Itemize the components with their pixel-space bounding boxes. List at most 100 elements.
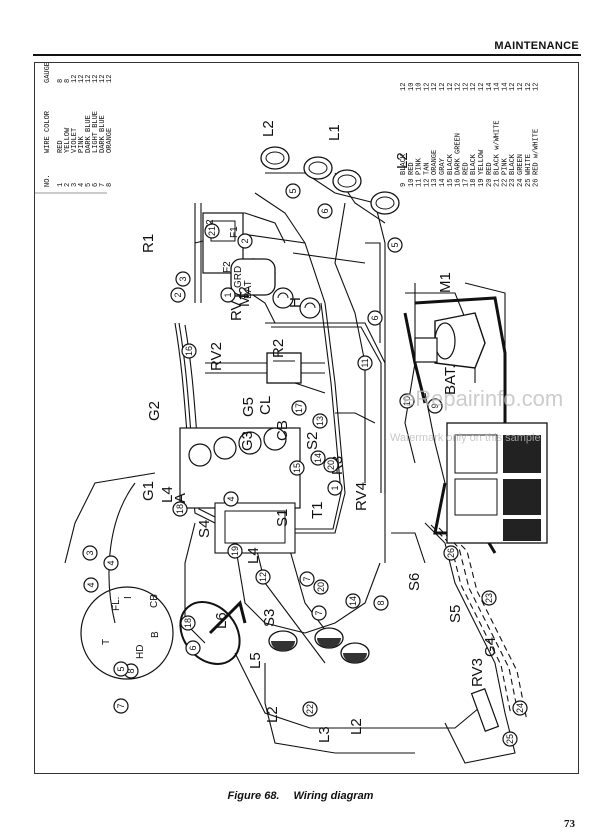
wire-gauge: 12 bbox=[470, 83, 478, 91]
wire-color: GREEN bbox=[517, 154, 525, 175]
component-label-b: B bbox=[150, 631, 161, 638]
wire-callout-circle bbox=[181, 343, 197, 359]
headlights bbox=[260, 146, 400, 215]
component-label-t1: T1 bbox=[309, 501, 326, 519]
wire-no: 25 bbox=[525, 179, 533, 187]
wire-callout-number: 6 bbox=[188, 645, 198, 650]
wire-callout-circle bbox=[345, 593, 361, 609]
header-rule bbox=[33, 54, 581, 56]
component-label-i: I bbox=[123, 596, 134, 599]
component-label-g4: G4 bbox=[482, 637, 499, 657]
wire-callout-circle bbox=[357, 355, 373, 371]
component-label-fl: FL. bbox=[111, 597, 122, 611]
component-label-l2d: L2 bbox=[348, 718, 365, 735]
component-label-s1: S1 bbox=[274, 509, 291, 527]
wire-callout-circle bbox=[291, 400, 307, 416]
wire-callout-circle bbox=[399, 393, 415, 409]
component-label-t: T bbox=[101, 639, 112, 645]
wire-callout-number: 14 bbox=[348, 596, 358, 606]
component-label-l2a: L2 bbox=[260, 120, 277, 137]
wire-callout-circle bbox=[443, 545, 459, 561]
component-label-rv3: RV3 bbox=[469, 658, 486, 687]
wire-no: 26 bbox=[533, 179, 541, 187]
wire-gauge: 12 bbox=[533, 83, 541, 91]
wire-callout-circle bbox=[83, 577, 99, 593]
horns bbox=[272, 287, 321, 319]
wire-gauge: 8 bbox=[64, 79, 72, 83]
wire-callout-circle bbox=[223, 491, 239, 507]
wire-callout-circle bbox=[237, 233, 253, 249]
wire-callout-circle bbox=[289, 460, 305, 476]
wire-callout-circle bbox=[310, 450, 326, 466]
wire-gauge: 12 bbox=[478, 83, 486, 91]
wire-gauge: 12 bbox=[517, 83, 525, 91]
wire-callout-circle bbox=[255, 569, 271, 585]
wire-callout-number: 4 bbox=[226, 496, 236, 501]
wire-callout-circle bbox=[285, 183, 301, 199]
wire-callout-number: 4 bbox=[106, 560, 116, 565]
wire-color: BLACK bbox=[470, 153, 478, 175]
wire-gauge: 8 bbox=[57, 79, 65, 83]
wire-callout-number: 14 bbox=[313, 453, 323, 463]
header-title: MAINTENANCE bbox=[494, 40, 579, 52]
wire-color: GRAY bbox=[439, 157, 447, 175]
component-label-s3: S3 bbox=[261, 609, 278, 627]
wire-gauge: 12 bbox=[99, 75, 107, 83]
wire-color: BLACK bbox=[509, 153, 517, 175]
wire-callout-number: 15 bbox=[292, 463, 302, 473]
wire-callout-circle bbox=[185, 640, 201, 656]
wire-gauge: 12 bbox=[92, 75, 100, 83]
wire-callout-number: 25 bbox=[505, 734, 515, 744]
wire-color: LIGHT BLUE bbox=[92, 111, 100, 153]
wire-callout-number: 9 bbox=[430, 403, 440, 408]
wire-callout-number: 6 bbox=[370, 315, 380, 320]
wire-no: 18 bbox=[470, 179, 478, 187]
wire-color: VIOLET bbox=[71, 128, 79, 153]
wire-callout-circle bbox=[367, 310, 383, 326]
starter-m1 bbox=[414, 312, 486, 369]
wire-gauge: 12 bbox=[447, 83, 455, 91]
wire-no: 21 bbox=[494, 179, 502, 187]
wire-callout-circle bbox=[170, 287, 186, 303]
component-label-g1: G1 bbox=[140, 481, 157, 501]
component-label-cl: CL bbox=[257, 396, 274, 415]
wire-callout-circle bbox=[427, 398, 443, 414]
wire-no: 11 bbox=[416, 179, 424, 187]
component-label-f2b: F2 bbox=[222, 261, 233, 273]
wire-no: 9 bbox=[400, 183, 408, 187]
wire-no: 5 bbox=[85, 183, 93, 187]
wire-gauge: 12 bbox=[439, 83, 447, 91]
wire-no: 1 bbox=[57, 183, 65, 187]
wire-no: 15 bbox=[447, 179, 455, 187]
component-label-s2: S2 bbox=[304, 432, 321, 450]
figure-title: Wiring diagram bbox=[293, 790, 374, 802]
wire-callout-circle bbox=[113, 661, 129, 677]
wire-callout-circle bbox=[220, 287, 236, 303]
wire-color: ORANGE bbox=[106, 128, 114, 153]
component-label-bats: BAT bbox=[243, 280, 254, 299]
wire-callout-circle bbox=[82, 545, 98, 561]
wire-no: 24 bbox=[517, 179, 525, 187]
wire-no: 12 bbox=[423, 179, 431, 187]
wire-gauge: 12 bbox=[509, 83, 517, 91]
wire-color: PINK bbox=[416, 157, 424, 175]
taillights bbox=[268, 627, 370, 664]
wire-gauge: 12 bbox=[400, 83, 408, 91]
table-header-color: WIRE COLOR bbox=[44, 110, 52, 153]
wire-color: RED bbox=[408, 162, 416, 175]
page-number: 73 bbox=[564, 818, 575, 830]
component-label-s6: S6 bbox=[406, 573, 423, 591]
wire-callout-number: 6 bbox=[320, 208, 330, 213]
wire-color: BLACK bbox=[400, 153, 408, 175]
wire-color: DARK BLUE bbox=[99, 115, 107, 153]
wire-no: 4 bbox=[78, 183, 86, 187]
component-label-l6: L6 bbox=[213, 612, 230, 629]
wire-callout-number: 26 bbox=[446, 548, 456, 558]
wire-color: YELLOW bbox=[478, 149, 486, 175]
wire-callout-number: 20 bbox=[326, 460, 336, 470]
wire-gauge: 12 bbox=[525, 83, 533, 91]
wire-no: 19 bbox=[478, 179, 486, 187]
